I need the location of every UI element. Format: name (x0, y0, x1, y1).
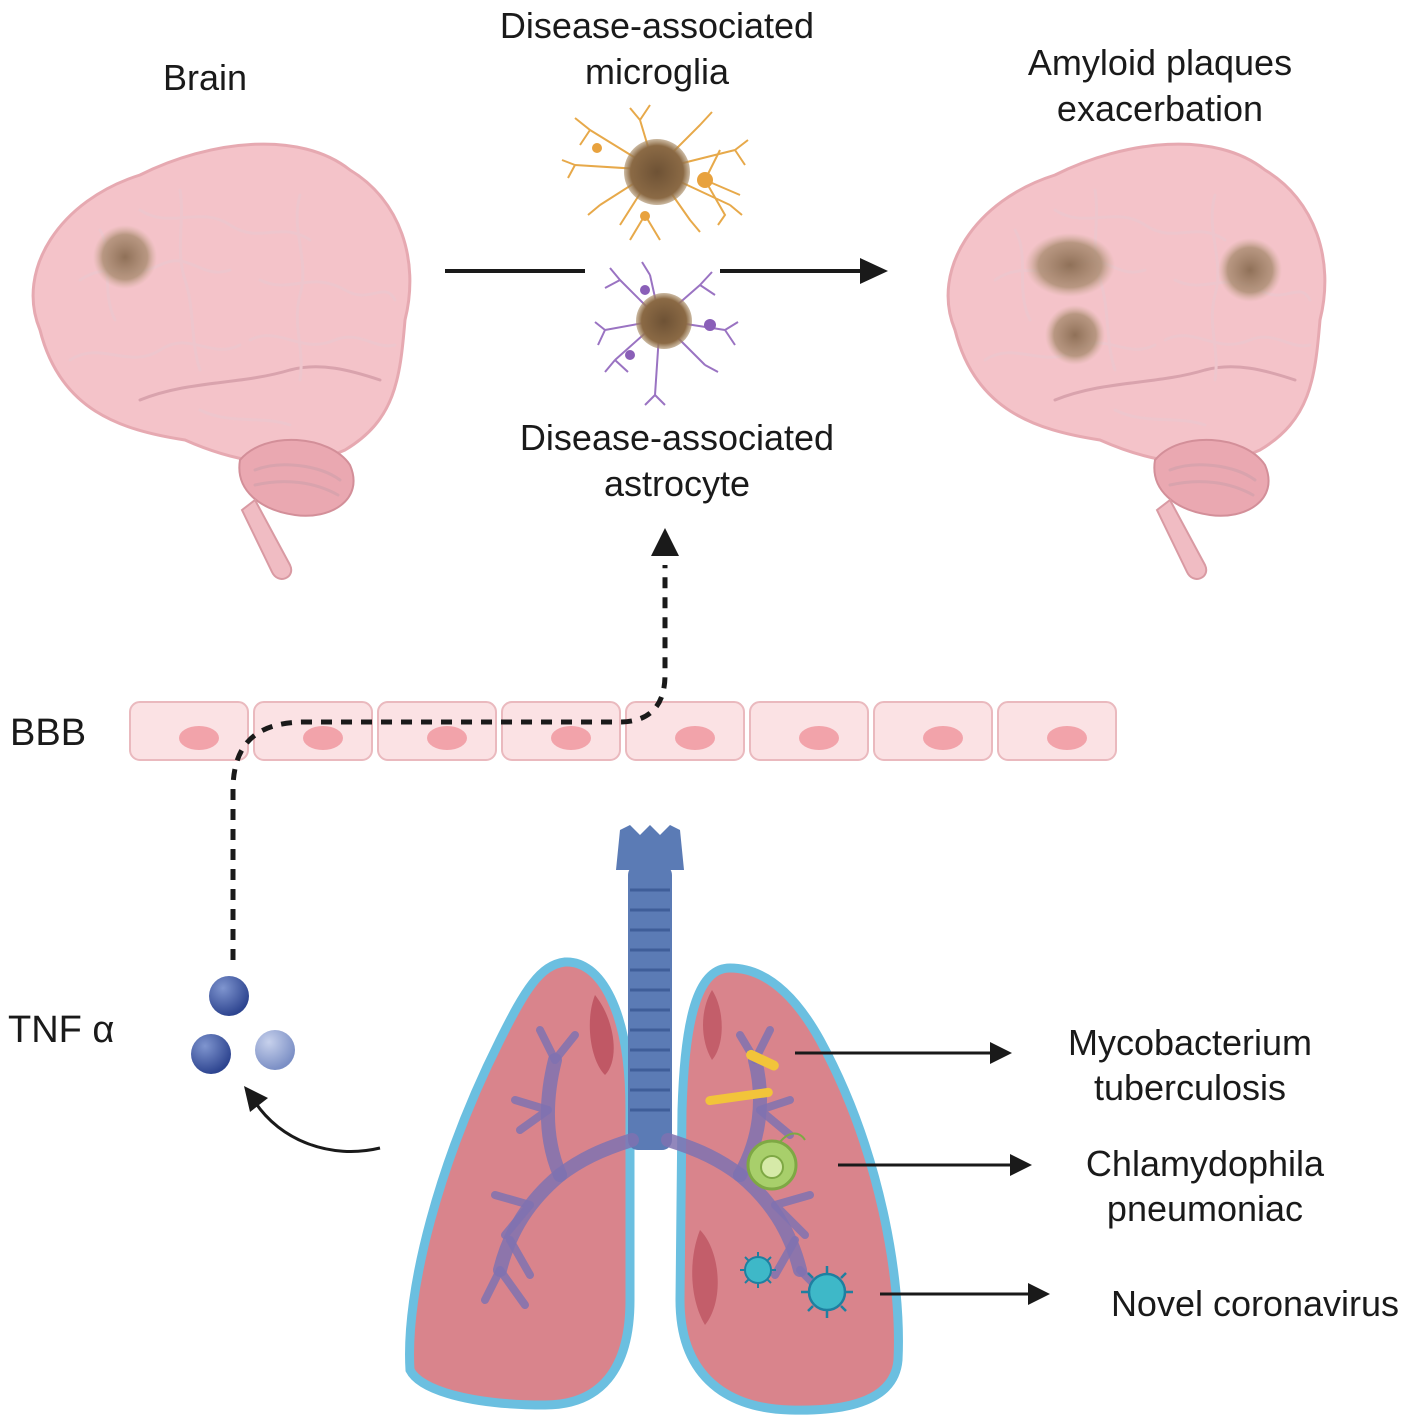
label-astrocyte-1: Disease-associated (520, 417, 834, 458)
label-chlamy-1: Chlamydophila (1086, 1143, 1325, 1184)
amyloid-core (624, 139, 690, 205)
arrow-myco-head (990, 1042, 1012, 1064)
label-brain: Brain (163, 57, 247, 98)
brain-icon (31, 142, 412, 581)
label-microglia-1: Disease-associated (500, 5, 814, 46)
label-chlamy-2: pneumoniac (1107, 1188, 1303, 1229)
chlamydia-icon (746, 1132, 806, 1191)
arrow-head (860, 258, 888, 284)
dashed-arrow-head (651, 528, 679, 556)
microglia-icon (561, 104, 749, 241)
plaque-marker (1045, 305, 1105, 365)
plaque-marker (93, 225, 157, 289)
lungs-icon (405, 825, 903, 1415)
label-amyloid-2: exacerbation (1057, 88, 1263, 129)
bacterium-icon (746, 1049, 779, 1071)
label-astrocyte-2: astrocyte (604, 463, 750, 504)
plaque-marker (1025, 233, 1115, 297)
label-myco-1: Mycobacterium (1068, 1022, 1312, 1063)
label-amyloid-1: Amyloid plaques (1028, 42, 1292, 83)
bacterium-icon (705, 1087, 773, 1106)
arrow-corona-head (1028, 1283, 1050, 1305)
plaque-marker (1218, 238, 1282, 302)
tnf-molecules (191, 976, 295, 1074)
label-microglia-2: microglia (585, 51, 730, 92)
virus-icon (740, 1252, 776, 1288)
amyloid-core (636, 293, 692, 349)
bbb-cells (129, 701, 1117, 761)
curved-arrow-head (244, 1086, 268, 1112)
curved-arrow (253, 1101, 381, 1153)
label-tnf: TNF α (8, 1009, 114, 1051)
virus-icon (801, 1266, 853, 1318)
arrow-chlamy-head (1010, 1154, 1032, 1176)
label-corona: Novel coronavirus (1111, 1283, 1399, 1324)
label-myco-2: tuberculosis (1094, 1067, 1286, 1108)
label-bbb: BBB (10, 712, 86, 754)
dashed-pathway (230, 565, 668, 960)
plaque-brain-icon (946, 142, 1327, 581)
